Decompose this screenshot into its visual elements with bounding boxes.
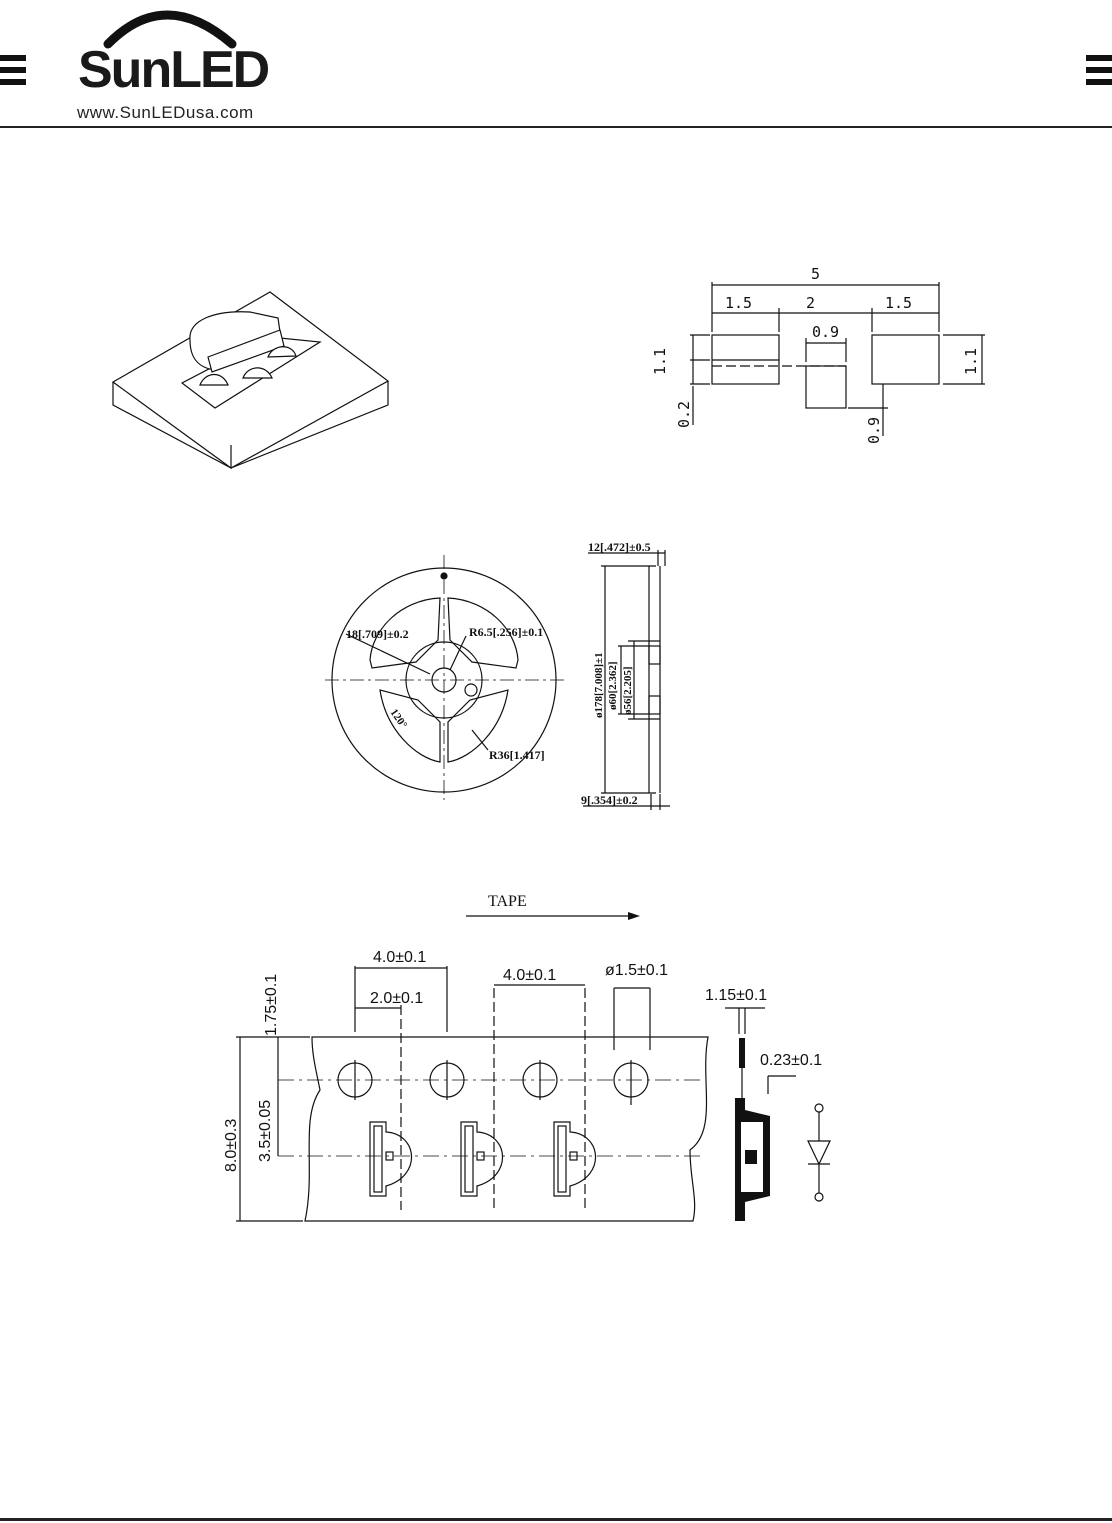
tape-direction-label: TAPE <box>488 893 527 910</box>
carrier-tape <box>236 966 708 1221</box>
tape-cross-section <box>725 1008 796 1221</box>
fp-offset-right-label: 0.9 <box>865 417 883 444</box>
reel-inner-dia-label: ø56[2.205] <box>622 666 634 715</box>
reel-hub-dia-label: ø60[2.362] <box>607 661 619 710</box>
tape-direction-arrow <box>466 912 640 920</box>
fp-total-label: 5 <box>811 265 820 283</box>
fp-center-width-label: 0.9 <box>812 323 839 341</box>
tape-hole-to-pocket-label: 3.5±0.05 <box>257 1100 274 1162</box>
fp-offset-left-label: 0.2 <box>675 401 693 428</box>
reel-outer-radius-label: R36[1.417] <box>489 748 545 762</box>
tape-thickness-label: 0.23±0.1 <box>760 1052 822 1069</box>
reel-front-view <box>325 555 565 800</box>
fp-gap-label: 2 <box>806 294 815 312</box>
tape-width-label: 8.0±0.3 <box>223 1119 240 1172</box>
led-isometric-view <box>113 292 388 468</box>
fp-left-pad-label: 1.5 <box>725 294 752 312</box>
tape-half-pitch-label: 2.0±0.1 <box>370 990 423 1007</box>
tape-pitch-a-label: 4.0±0.1 <box>373 949 426 966</box>
tape-edge-offset-label: 1.75±0.1 <box>263 974 280 1036</box>
diode-symbol-icon <box>808 1104 830 1201</box>
reel-flange-dia-label: ø178[7.008]±1 <box>593 652 605 718</box>
fp-pad-height-right-label: 1.1 <box>962 348 980 375</box>
reel-hub-width-label: 12[.472]±0.5 <box>588 540 651 554</box>
reel-slot-width-label: 18[.709]±0.2 <box>346 627 409 641</box>
reel-hub-radius-label: R6.5[.256]±0.1 <box>469 625 543 639</box>
reel-tape-width-label: 9[.354]±0.2 <box>581 793 638 807</box>
footer-rule <box>0 1518 1112 1521</box>
tape-hole-dia-label: ø1.5±0.1 <box>605 962 668 979</box>
fp-right-pad-label: 1.5 <box>885 294 912 312</box>
reel-angle-label: 120° <box>388 707 410 731</box>
fp-pad-height-left-label: 1.1 <box>651 348 669 375</box>
tape-pocket-depth-label: 1.15±0.1 <box>705 987 767 1004</box>
tape-pitch-b-label: 4.0±0.1 <box>503 967 556 984</box>
